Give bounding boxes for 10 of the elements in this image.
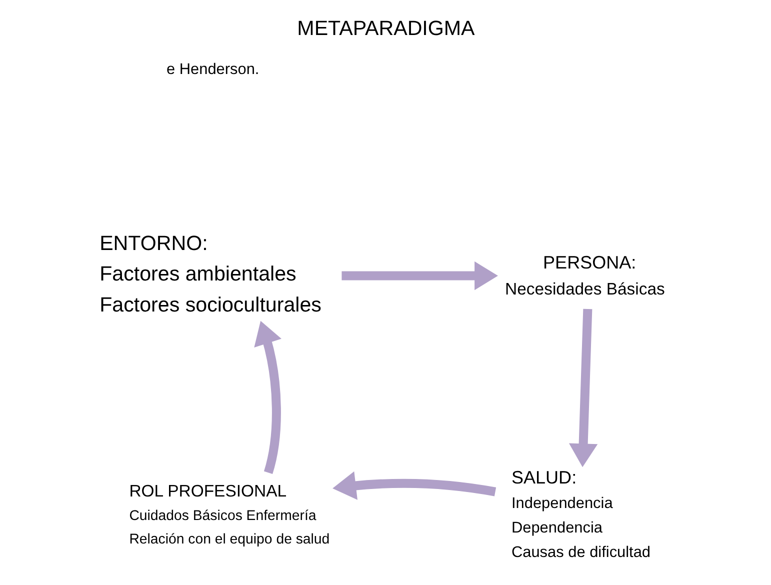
arrow [332, 471, 496, 500]
arrow [254, 320, 281, 474]
arrow [568, 308, 598, 468]
arrow [341, 261, 498, 290]
node-text: PERSONA: Necesidades Básicas [504, 252, 664, 298]
node-text: ROL PROFESIONAL Cuidados Básicos Enfermería Relación con el equipo de salud [128, 481, 330, 546]
label: e Henderson. [166, 60, 259, 78]
node-text: SALUD: Independencia Dependencia Causas de dificultad [511, 467, 650, 562]
node-text: ENTORNO: Factores ambientales Factores socioculturales [99, 232, 321, 317]
diagram-title: METAPARADIGMA [296, 16, 474, 40]
